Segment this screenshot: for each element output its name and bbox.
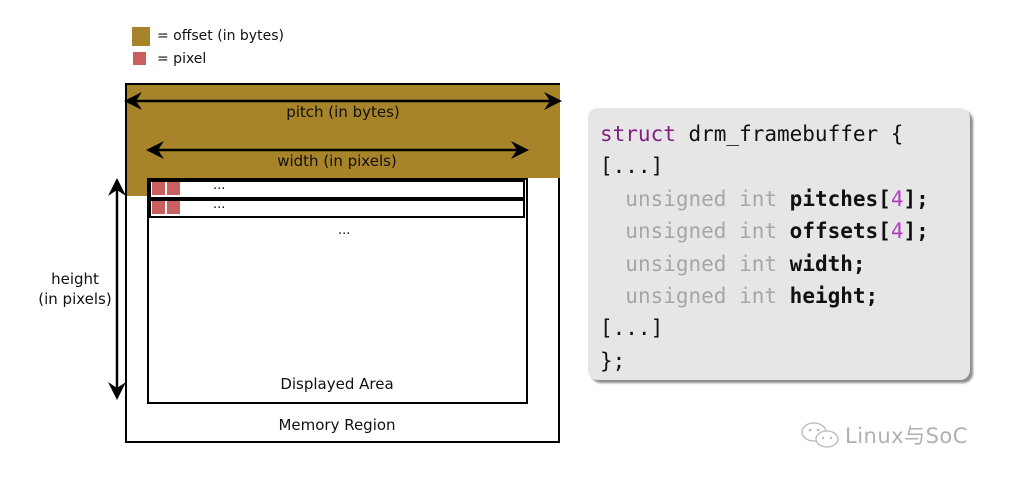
code-ellipsis-open: [...] [600,154,664,179]
row-1-ellipsis: ... [213,178,226,193]
code-field-type: unsigned int [625,219,778,244]
pixel-row-1 [149,180,525,199]
code-field-tail: ]; [903,186,929,211]
code-field-name: width; [789,251,866,276]
code-closing: }; [600,348,626,373]
legend-pixel-label: = pixel [157,51,207,67]
displayed-area-label: Displayed Area [280,375,394,393]
rows-ellipsis: ... [338,223,351,238]
code-field-type: unsigned int [625,251,778,276]
code-struct-name: drm_framebuffer { [675,122,904,146]
code-ellipsis-close: [...] [600,316,664,341]
width-arrow [146,141,529,159]
pixel-cell [152,201,165,214]
code-field-tail: ]; [903,219,929,244]
code-field-name: pitches[ [789,186,891,211]
height-arrow [108,178,126,400]
pixel-cell [152,182,165,195]
height-label-line2: (in pixels) [38,290,112,308]
legend-offset-swatch [132,27,150,46]
pixel-cell [167,201,180,214]
code-field-number: 4 [890,219,904,244]
watermark-text: Linux与SoC [845,424,968,448]
pixel-row-2 [149,199,525,218]
pitch-label: pitch (in bytes) [286,103,400,121]
code-field-type: unsigned int [625,284,778,309]
pitch-arrow [124,92,562,110]
offset-band-left [127,178,149,196]
width-label: width (in pixels) [277,152,397,170]
row-2-ellipsis: ... [213,197,226,212]
pixel-cell [167,182,180,195]
code-block: struct drm_framebuffer { [...] unsigned … [600,118,929,377]
code-keyword: struct [600,122,676,146]
code-field-type: unsigned int [625,186,778,211]
code-panel [588,108,970,380]
height-label-line1: height [51,270,99,288]
wechat-icon [801,422,839,448]
legend-pixel-swatch [133,52,146,65]
code-field-name: height; [789,284,879,309]
legend-offset-label: = offset (in bytes) [157,28,284,44]
code-field-name: offsets[ [789,219,891,244]
code-field-number: 4 [890,186,904,211]
memory-region-label: Memory Region [278,416,396,434]
